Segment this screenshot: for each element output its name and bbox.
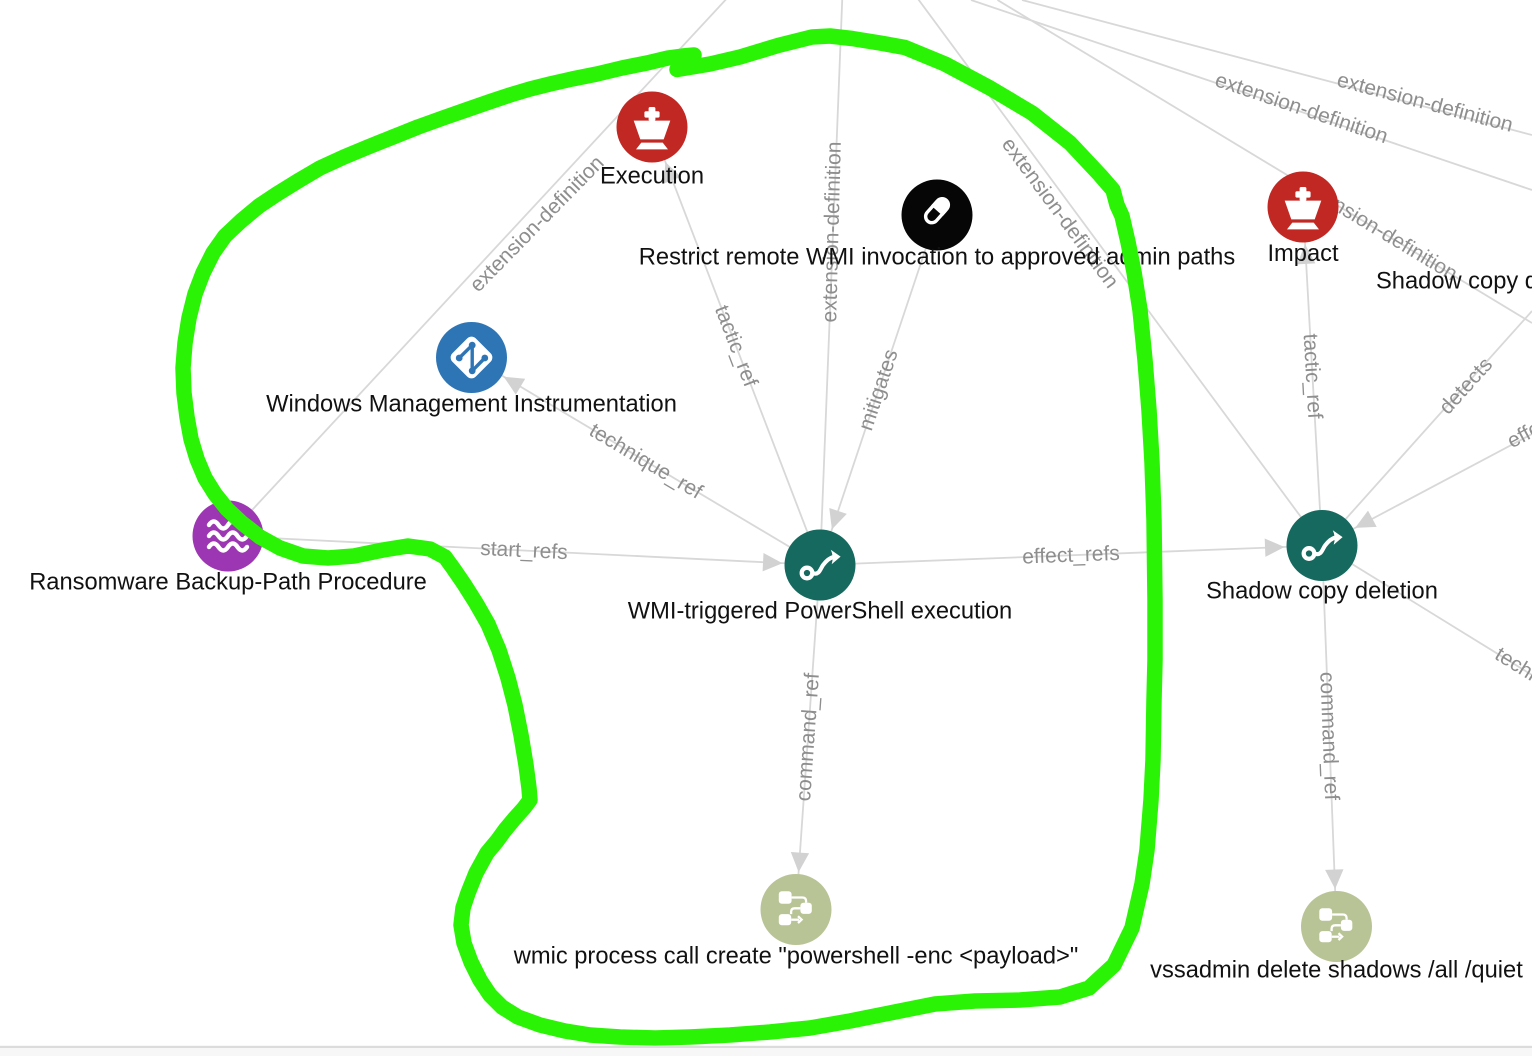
svg-text:Restrict remote WMI invocation: Restrict remote WMI invocation to approv…: [639, 245, 1235, 271]
svg-text:Shadow copy deletion detected: Shadow copy deletion detected: [1376, 269, 1532, 295]
svg-text:vssadmin delete shadows /all /: vssadmin delete shadows /all /quiet: [1150, 958, 1523, 984]
svg-text:effect_refs: effect_refs: [1503, 387, 1532, 453]
svg-text:tactic_ref: tactic_ref: [710, 302, 762, 390]
svg-text:effect_refs: effect_refs: [1022, 542, 1120, 569]
svg-text:start_refs: start_refs: [480, 537, 569, 564]
svg-text:Shadow copy deletion: Shadow copy deletion: [1206, 579, 1438, 605]
svg-text:Execution: Execution: [600, 164, 704, 190]
svg-text:mitigates: mitigates: [854, 347, 902, 434]
svg-text:detects: detects: [1435, 353, 1497, 419]
svg-text:Windows Management Instrumenta: Windows Management Instrumentation: [266, 392, 677, 418]
svg-text:Impact: Impact: [1267, 241, 1339, 267]
svg-text:extension-definition: extension-definition: [818, 141, 846, 322]
svg-text:WMI-triggered PowerShell execu: WMI-triggered PowerShell execution: [628, 599, 1012, 625]
svg-text:extension-definition: extension-definition: [465, 151, 608, 296]
svg-text:technique_ref: technique_ref: [585, 419, 706, 504]
svg-text:tactic_ref: tactic_ref: [1299, 333, 1327, 420]
svg-text:Ransomware Backup-Path Procedu: Ransomware Backup-Path Procedure: [29, 570, 427, 596]
svg-text:command_ref: command_ref: [792, 672, 824, 802]
svg-text:command_ref: command_ref: [1315, 671, 1343, 800]
svg-text:wmic process call create "powe: wmic process call create "powershell -en…: [513, 944, 1079, 970]
svg-text:technique_ref: technique_ref: [1491, 643, 1532, 730]
